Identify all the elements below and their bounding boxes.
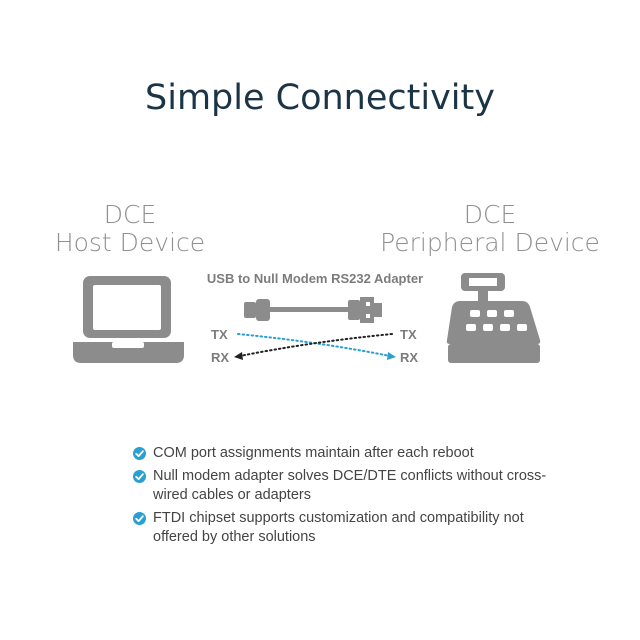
feature-text: FTDI chipset supports customization and … xyxy=(153,510,524,545)
feature-item: FTDI chipset supports customization and … xyxy=(133,509,553,547)
host-device-type: DCE xyxy=(103,200,157,229)
feature-list: COM port assignments maintain after each… xyxy=(133,444,553,551)
check-icon xyxy=(133,470,146,483)
usb-adapter-cable-icon xyxy=(244,297,382,323)
host-device-name: Host Device xyxy=(54,228,206,257)
host-device-label: DCE Host Device xyxy=(40,201,220,257)
check-icon xyxy=(133,512,146,525)
rx-arrowhead xyxy=(234,352,243,360)
rx-right-label: RX xyxy=(400,350,419,365)
tx-left-label: TX xyxy=(211,327,228,342)
adapter-label: USB to Null Modem RS232 Adapter xyxy=(206,271,424,286)
cash-register-icon xyxy=(446,273,541,363)
rx-signal-line xyxy=(239,333,393,357)
peripheral-device-type: DCE xyxy=(463,200,517,229)
page-title: Simple Connectivity xyxy=(145,78,495,118)
check-icon xyxy=(133,447,146,460)
peripheral-device-label: DCE Peripheral Device xyxy=(375,201,605,257)
feature-text: COM port assignments maintain after each… xyxy=(153,445,474,461)
rx-left-label: RX xyxy=(211,350,230,365)
feature-item: COM port assignments maintain after each… xyxy=(133,444,553,463)
laptop-icon xyxy=(73,276,184,363)
feature-text: Null modem adapter solves DCE/DTE confli… xyxy=(153,468,547,503)
tx-signal-line xyxy=(237,333,391,357)
tx-arrowhead xyxy=(387,352,396,360)
tx-right-label: TX xyxy=(400,327,417,342)
feature-item: Null modem adapter solves DCE/DTE confli… xyxy=(133,467,553,505)
peripheral-device-name: Peripheral Device xyxy=(380,228,600,257)
